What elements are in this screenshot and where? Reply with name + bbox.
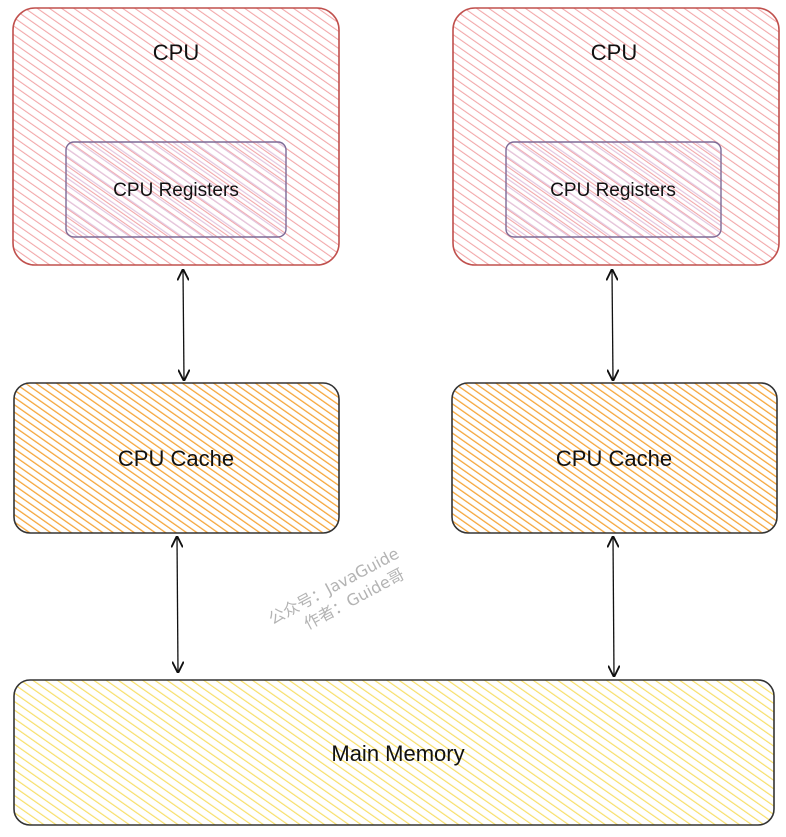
cpu-label-right: CPU (591, 40, 637, 65)
arrow-cpu-cache-right (612, 270, 613, 380)
arrow-cache-memory-left (177, 537, 178, 672)
registers-label-left: CPU Registers (113, 180, 239, 201)
main-memory-box: Main Memory (13, 679, 775, 826)
cache-label-left: CPU Cache (118, 446, 234, 471)
registers-box-left: CPU Registers (65, 141, 287, 238)
arrow-cpu-cache-left (183, 270, 184, 380)
cache-box-right: CPU Cache (451, 382, 778, 534)
registers-label-right: CPU Registers (550, 180, 676, 201)
watermark: 公众号：JavaGuide 作者：Guide哥 (265, 544, 407, 634)
main-memory-label: Main Memory (331, 741, 464, 766)
cpu-label-left: CPU (153, 40, 199, 65)
cache-label-right: CPU Cache (556, 446, 672, 471)
cache-box-left: CPU Cache (13, 382, 340, 534)
registers-box-right: CPU Registers (505, 141, 722, 238)
arrow-cache-memory-right (613, 537, 614, 676)
